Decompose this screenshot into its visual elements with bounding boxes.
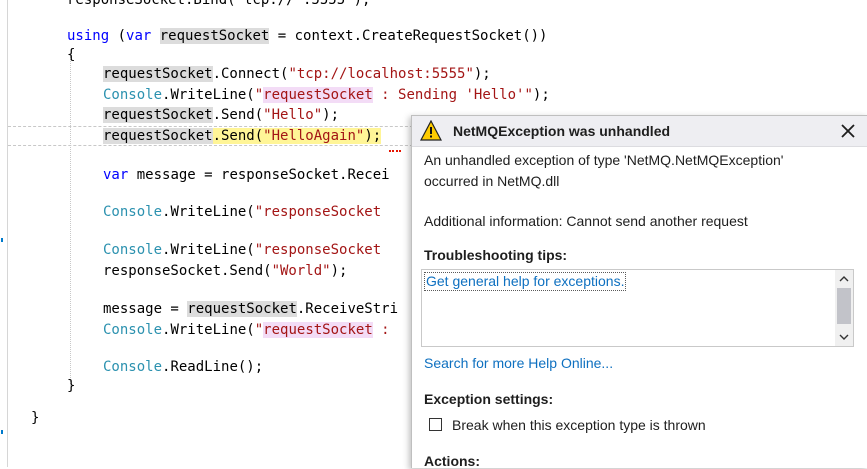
code-text: );: [330, 263, 348, 279]
code-text: .ReceiveStri: [296, 301, 399, 317]
code-text: .Send(: [212, 128, 264, 144]
string-literal: "responseSocket: [254, 242, 390, 258]
code-line: Console.WriteLine("requestSocket :: [103, 320, 390, 340]
code-line: responseSocket.Bind("tcp://*:5555");: [67, 0, 370, 10]
troubleshooting-tips-list[interactable]: Get general help for exceptions.: [421, 269, 854, 347]
keyword: var: [103, 167, 129, 183]
change-marker: [1, 430, 3, 434]
code-text: );: [532, 87, 550, 103]
code-line: }: [31, 408, 39, 428]
string-literal: "tcp://localhost:5555": [288, 66, 474, 82]
string-literal: "responseSocket: [254, 204, 390, 220]
type-name: Console: [103, 87, 163, 103]
code-text: .WriteLine(: [162, 87, 255, 103]
type-name: Console: [103, 322, 163, 338]
identifier-highlight: requestSocket: [159, 28, 270, 44]
general-help-link[interactable]: Get general help for exceptions.: [424, 272, 627, 291]
type-name: Console: [103, 359, 163, 375]
close-icon[interactable]: [838, 121, 858, 141]
break-on-throw-checkbox[interactable]: [429, 418, 442, 431]
code-line: requestSocket.Send("Hello");: [103, 105, 339, 125]
code-text: .Send(: [212, 107, 264, 123]
keyword: using: [67, 28, 110, 44]
code-text: {: [67, 47, 76, 63]
code-text: = context.CreateRequestSocket()): [269, 28, 548, 44]
code-text: .WriteLine(: [162, 242, 255, 258]
code-line: var message = responseSocket.Recei: [103, 165, 390, 185]
code-text: }: [67, 378, 76, 394]
string-highlight: requestSocket: [263, 87, 373, 103]
string-literal: "Hello": [263, 107, 323, 123]
change-marker: [1, 238, 3, 242]
string-literal: ": [254, 87, 264, 103]
code-line: Console.ReadLine();: [103, 357, 263, 377]
code-text: [151, 28, 159, 44]
code-line: {: [67, 45, 75, 65]
current-statement-highlight: [8, 126, 428, 146]
code-text: .Connect(: [212, 66, 289, 82]
string-literal: : Sending 'Hello'": [372, 87, 533, 103]
code-text: .ReadLine();: [162, 359, 264, 375]
string-literal: :: [372, 322, 390, 338]
identifier-highlight: requestSocket: [187, 301, 297, 317]
exception-settings-heading: Exception settings:: [424, 391, 554, 407]
code-text: }: [31, 410, 40, 426]
warning-icon: [420, 120, 442, 141]
code-text: .WriteLine(: [162, 322, 255, 338]
identifier-highlight: requestSocket: [103, 66, 213, 82]
code-text: );: [364, 128, 382, 144]
code-line: requestSocket.Connect("tcp://localhost:5…: [103, 64, 491, 84]
type-name: Console: [103, 204, 163, 220]
exception-description: An unhandled exception of type 'NetMQ.Ne…: [424, 152, 784, 189]
popup-title: NetMQException was unhandled: [453, 123, 671, 139]
string-literal: "HelloAgain": [263, 128, 365, 144]
identifier-highlight: requestSocket: [103, 107, 213, 123]
tips-scrollbar[interactable]: [835, 270, 853, 346]
code-line: Console.WriteLine("requestSocket : Sendi…: [103, 85, 550, 105]
error-squiggle: [389, 146, 401, 152]
scrollbar-thumb[interactable]: [837, 288, 851, 324]
code-line: using (var requestSocket = context.Creat…: [67, 26, 547, 46]
code-text: (: [109, 28, 127, 44]
current-statement-line: requestSocket.Send("HelloAgain");: [103, 126, 382, 146]
keyword: var: [126, 28, 152, 44]
search-help-online-link[interactable]: Search for more Help Online...: [424, 355, 614, 371]
code-line: responseSocket.Send("World");: [103, 261, 347, 281]
break-on-throw-label[interactable]: Break when this exception type is thrown: [452, 417, 706, 433]
identifier-highlight: requestSocket: [103, 128, 213, 144]
popup-header: NetMQException was unhandled: [412, 116, 867, 147]
exception-helper-popup: NetMQException was unhandled An unhandle…: [411, 115, 867, 469]
type-name: Console: [103, 242, 163, 258]
troubleshooting-heading: Troubleshooting tips:: [424, 247, 568, 263]
block-guide-line: [70, 56, 72, 386]
string-literal: "World": [271, 263, 331, 279]
code-line: message = requestSocket.ReceiveStri: [103, 299, 398, 319]
code-line: Console.WriteLine("responseSocket: [103, 240, 390, 260]
code-text: );: [322, 107, 340, 123]
editor-margin: [7, 0, 8, 467]
code-line: }: [67, 376, 75, 396]
string-literal: ": [254, 322, 264, 338]
string-highlight: requestSocket: [263, 322, 373, 338]
additional-information: Additional information: Cannot send anot…: [424, 213, 748, 229]
scroll-up-icon[interactable]: [839, 274, 849, 284]
code-text: );: [473, 66, 491, 82]
code-text: responseSocket.Bind("tcp://*:5555");: [67, 0, 371, 8]
actions-heading: Actions:: [424, 453, 480, 469]
code-line: Console.WriteLine("responseSocket: [103, 202, 390, 222]
code-text: message = responseSocket.Recei: [128, 167, 390, 183]
scroll-down-icon[interactable]: [839, 332, 849, 342]
code-text: message =: [103, 301, 188, 317]
code-text: responseSocket.Send(: [103, 263, 272, 279]
current-statement: .Send("HelloAgain");: [212, 128, 382, 144]
code-text: .WriteLine(: [162, 204, 255, 220]
